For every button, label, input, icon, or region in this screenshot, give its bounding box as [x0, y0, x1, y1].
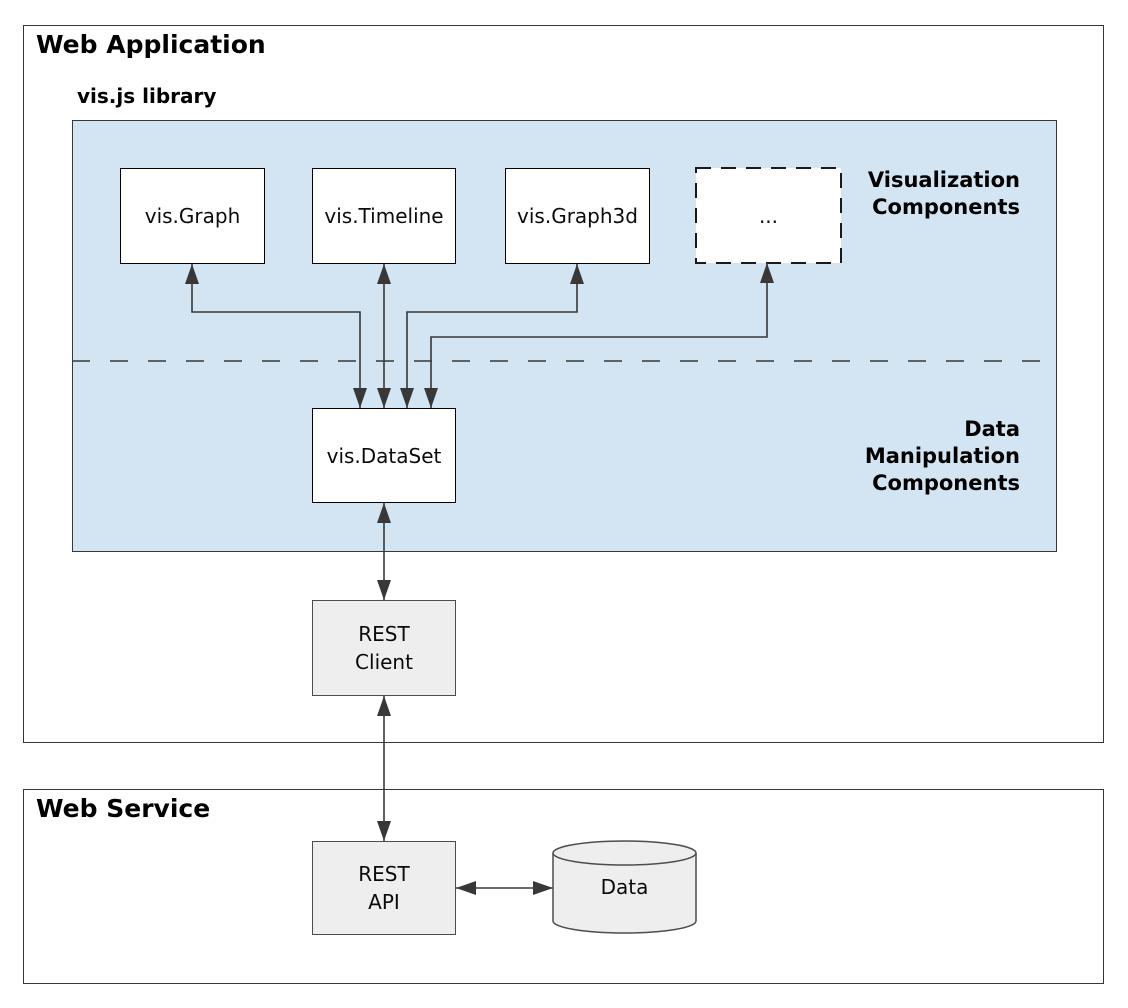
web-service-title: Web Service — [36, 794, 211, 823]
node-data-store-label: Data — [600, 875, 649, 899]
node-vis-dataset: vis.DataSet — [312, 408, 456, 503]
node-vis-graph: vis.Graph — [120, 168, 265, 264]
web-application-title: Web Application — [36, 30, 266, 59]
node-rest-api: REST API — [312, 841, 456, 935]
data-manipulation-components-label: Data Manipulation Components — [864, 416, 1020, 495]
node-rest-client: REST Client — [312, 600, 456, 696]
node-vis-timeline: vis.Timeline — [312, 168, 456, 264]
visjs-library-title: vis.js library — [77, 84, 217, 108]
visualization-components-label: Visualization Components — [867, 168, 1020, 219]
node-vis-graph3d: vis.Graph3d — [505, 168, 650, 264]
